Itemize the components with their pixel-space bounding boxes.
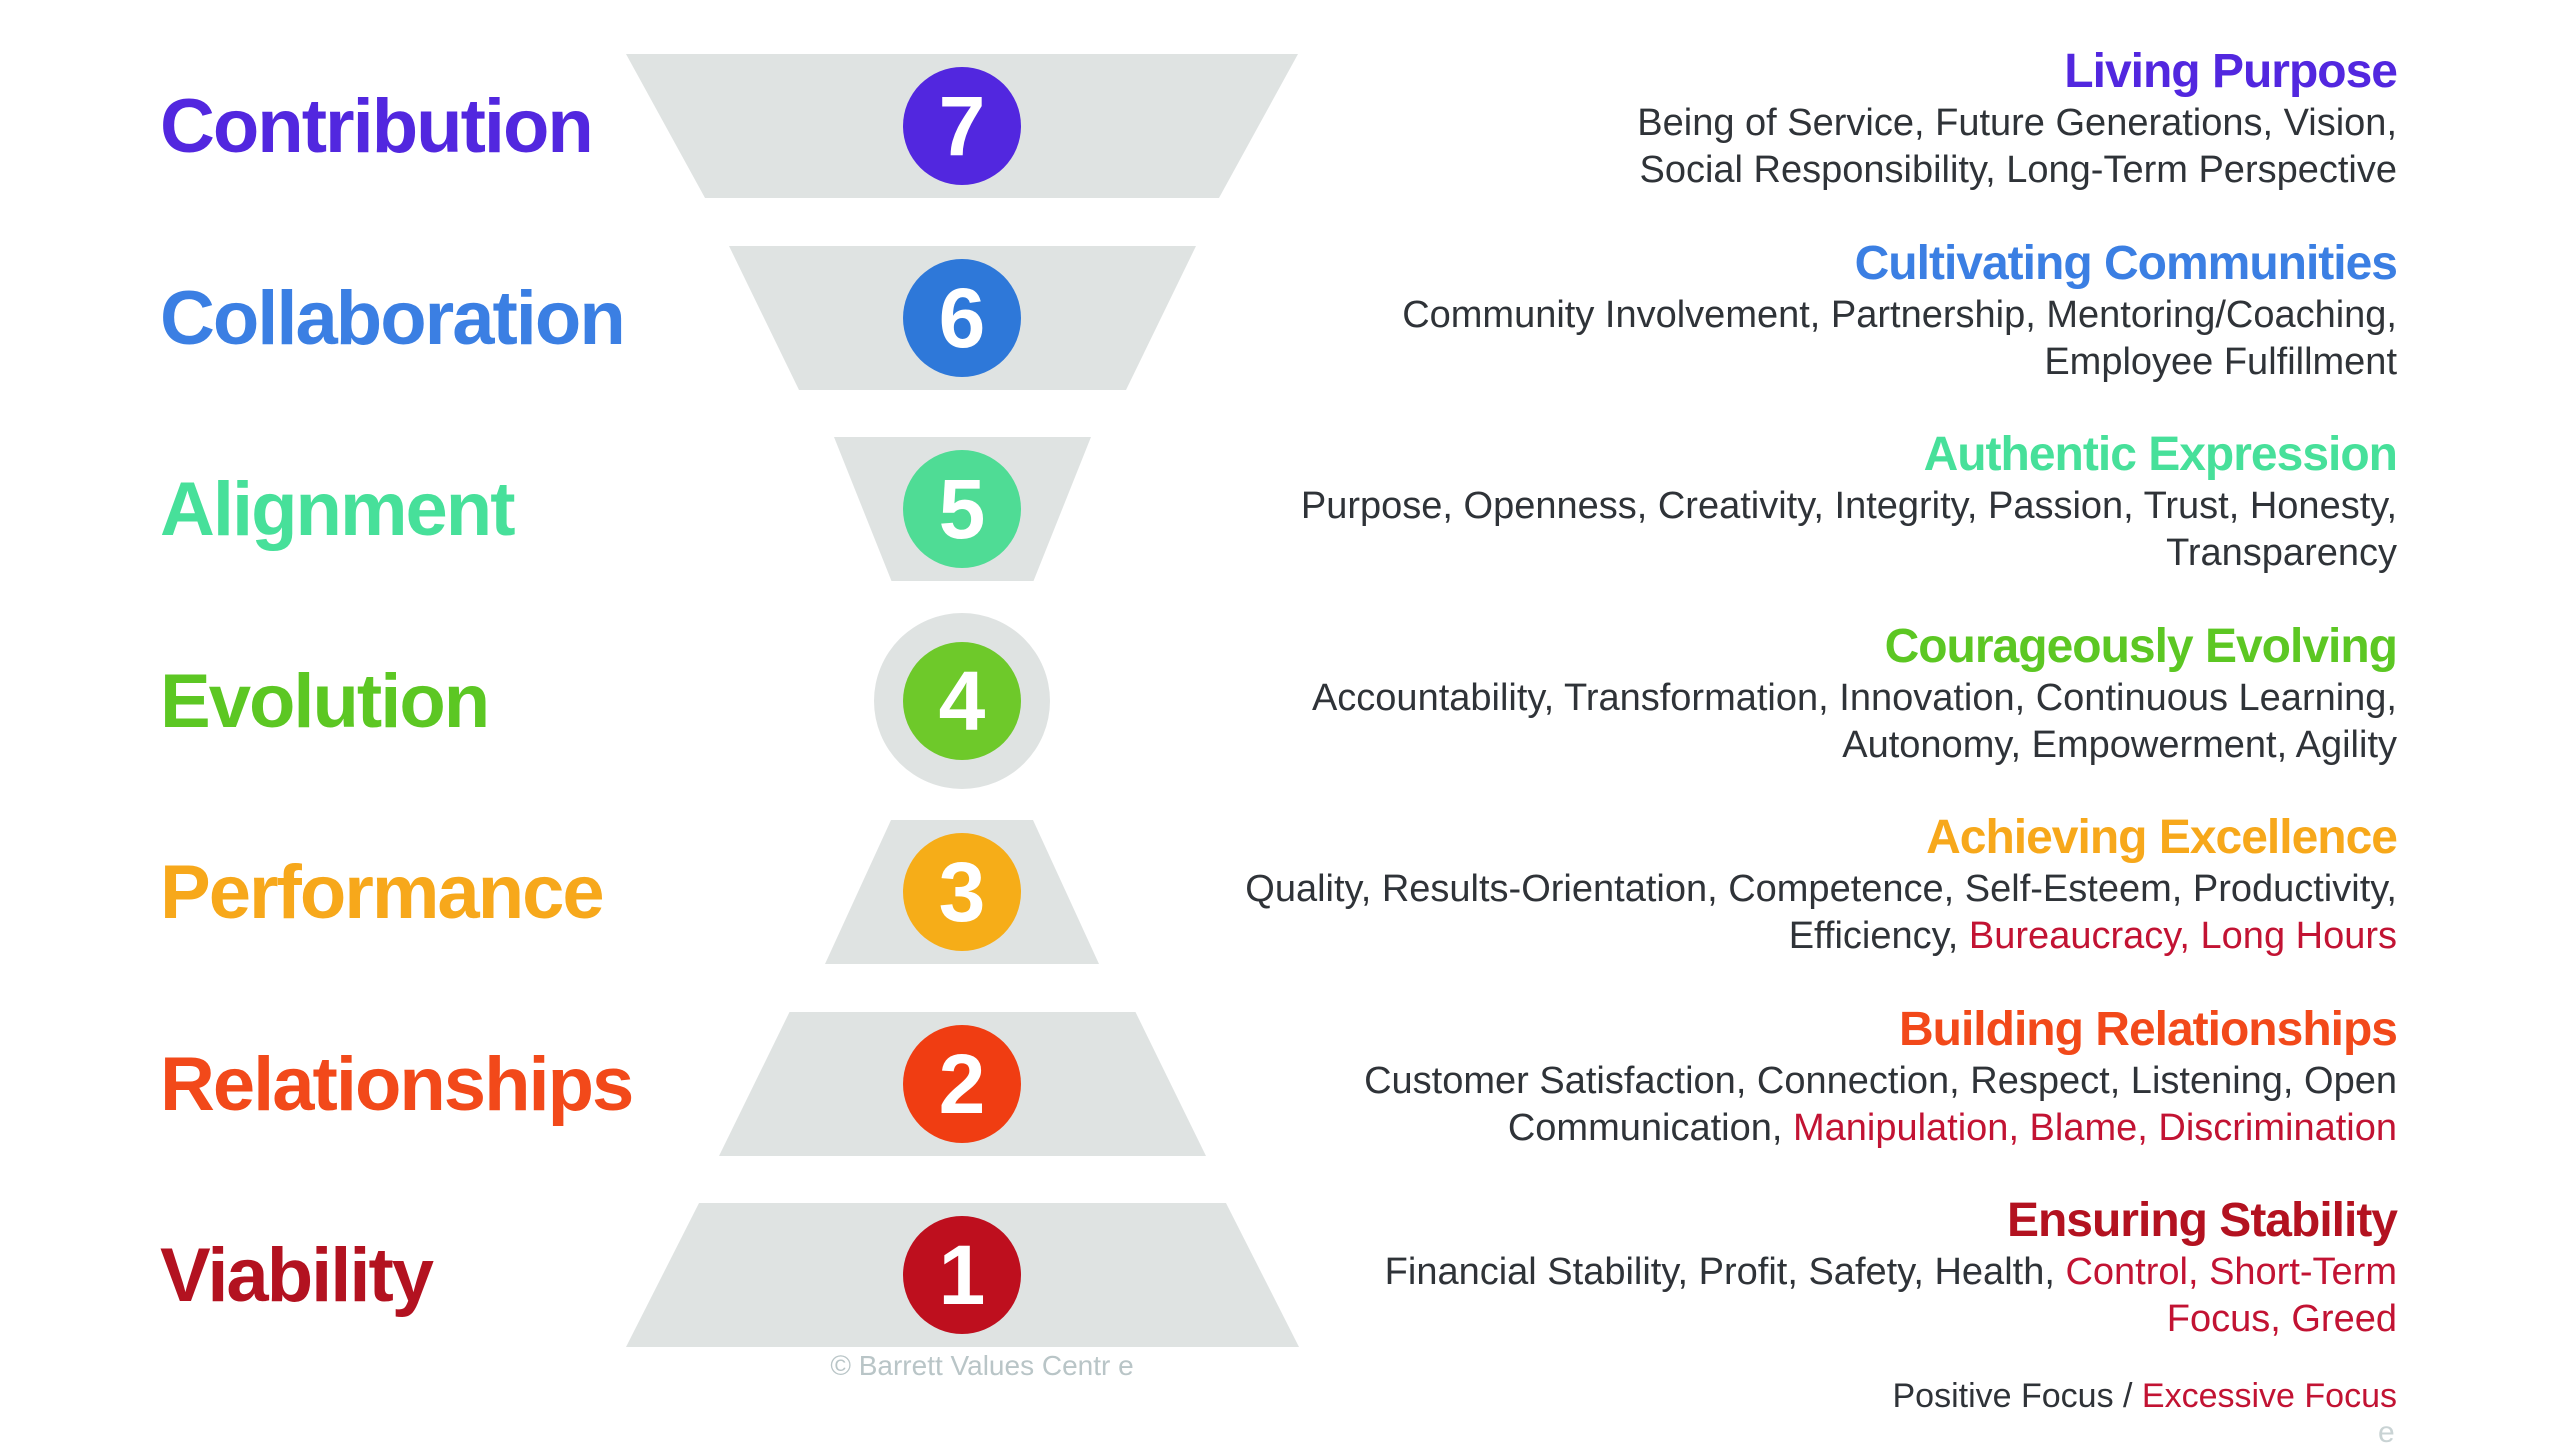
level-name-label: Collaboration (160, 275, 626, 361)
description-segment-excessive: Bureaucracy, Long Hours (1968, 915, 2397, 957)
description-line: Efficiency, Bureaucracy, Long Hours (1245, 913, 2397, 960)
description-segment-positive: Financial Stability, Profit, Safety, Hea… (1384, 1251, 2066, 1293)
corner-watermark-fragment: e (2378, 1416, 2395, 1449)
level-heading: Cultivating Communities (1854, 237, 2398, 290)
level-row: Performance 3 Achieving Excellence Quali… (0, 811, 2560, 964)
description-line: Financial Stability, Profit, Safety, Hea… (1385, 1249, 2397, 1296)
level-heading: Authentic Expression (1923, 428, 2398, 481)
description-line: Employee Fulfillment (1402, 339, 2397, 386)
level-right-block: Living Purpose Being of Service, Future … (1637, 44, 2398, 194)
level-description: Community Involvement, Partnership, Ment… (1402, 292, 2397, 386)
description-segment-excessive: Control, Short-Term (2065, 1251, 2397, 1293)
description-line: Purpose, Openness, Creativity, Integrity… (1301, 483, 2397, 530)
level-right-block: Courageously Evolving Accountability, Tr… (1312, 619, 2398, 769)
level-heading: Achieving Excellence (1926, 811, 2398, 864)
level-name-label: Performance (160, 849, 605, 935)
level-right-block: Authentic Expression Purpose, Openness, … (1301, 427, 2398, 577)
description-segment-positive: Customer Satisfaction, Connection, Respe… (1364, 1060, 2397, 1102)
level-number: 3 (938, 845, 986, 939)
description-segment-positive: Transparency (2166, 532, 2397, 574)
level-number-badge: 2 (903, 1025, 1021, 1143)
footer-legend: Positive Focus / Excessive Focus (1892, 1378, 2397, 1414)
level-row: Alignment 5 Authentic Expression Purpose… (0, 428, 2560, 581)
description-segment-positive: Purpose, Openness, Creativity, Integrity… (1300, 485, 2397, 527)
level-heading: Courageously Evolving (1884, 620, 2398, 673)
level-description: Being of Service, Future Generations, Vi… (1637, 100, 2397, 194)
level-number-badge: 6 (903, 259, 1021, 377)
level-name-label: Alignment (160, 466, 516, 552)
level-description: Financial Stability, Profit, Safety, Hea… (1385, 1249, 2397, 1343)
level-right-block: Achieving Excellence Quality, Results-Or… (1245, 810, 2398, 960)
level-number: 1 (938, 1228, 986, 1322)
level-number-badge: 4 (903, 642, 1021, 760)
level-right-block: Ensuring Stability Financial Stability, … (1385, 1193, 2398, 1343)
description-segment-excessive: Manipulation, Blame, Discrimination (1792, 1107, 2397, 1149)
description-line: Accountability, Transformation, Innovati… (1312, 675, 2397, 722)
level-number: 7 (938, 79, 986, 173)
description-line: Social Responsibility, Long-Term Perspec… (1637, 147, 2397, 194)
description-segment-positive: Communication, (1507, 1107, 1793, 1149)
level-name-label: Viability (160, 1232, 434, 1318)
description-line: Focus, Greed (1385, 1296, 2397, 1343)
description-segment-positive: Employee Fulfillment (2044, 341, 2397, 383)
level-name-label: Relationships (160, 1041, 634, 1127)
level-right-block: Cultivating Communities Community Involv… (1402, 236, 2398, 386)
level-description: Accountability, Transformation, Innovati… (1312, 675, 2397, 769)
level-number-badge: 7 (903, 67, 1021, 185)
description-segment-positive: Efficiency, (1788, 915, 1969, 957)
level-number-badge: 1 (903, 1216, 1021, 1334)
level-number: 5 (938, 462, 986, 556)
description-line: Customer Satisfaction, Connection, Respe… (1364, 1058, 2397, 1105)
description-segment-positive: Being of Service, Future Generations, Vi… (1637, 102, 2397, 144)
level-description: Quality, Results-Orientation, Competence… (1245, 866, 2397, 960)
positive-focus-label: Positive Focus / (1892, 1377, 2142, 1415)
description-segment-positive: Social Responsibility, Long-Term Perspec… (1639, 149, 2397, 191)
level-row: Viability 1 Ensuring Stability Financial… (0, 1194, 2560, 1347)
level-row: Evolution 4 Courageously Evolving Accoun… (0, 613, 2560, 789)
description-segment-excessive: Focus, Greed (2166, 1298, 2397, 1340)
description-line: Community Involvement, Partnership, Ment… (1402, 292, 2397, 339)
description-segment-positive: Community Involvement, Partnership, Ment… (1402, 294, 2397, 336)
level-number-badge: 5 (903, 450, 1021, 568)
description-segment-positive: Accountability, Transformation, Innovati… (1311, 677, 2397, 719)
description-line: Transparency (1301, 530, 2397, 577)
level-description: Customer Satisfaction, Connection, Respe… (1364, 1058, 2397, 1152)
level-number-badge: 3 (903, 833, 1021, 951)
description-line: Quality, Results-Orientation, Competence… (1245, 866, 2397, 913)
description-segment-positive: Autonomy, Empowerment, Agility (1842, 724, 2397, 766)
description-line: Communication, Manipulation, Blame, Disc… (1364, 1105, 2397, 1152)
level-name-label: Contribution (160, 83, 594, 169)
description-line: Autonomy, Empowerment, Agility (1312, 722, 2397, 769)
level-row: Contribution 7 Living Purpose Being of S… (0, 45, 2560, 198)
level-row: Collaboration 6 Cultivating Communities … (0, 237, 2560, 390)
level-heading: Building Relationships (1898, 1003, 2398, 1056)
level-right-block: Building Relationships Customer Satisfac… (1364, 1002, 2398, 1152)
level-number: 6 (938, 271, 986, 365)
level-heading: Living Purpose (2064, 45, 2398, 98)
level-description: Purpose, Openness, Creativity, Integrity… (1301, 483, 2397, 577)
level-heading: Ensuring Stability (2006, 1194, 2398, 1247)
level-number: 4 (938, 654, 986, 748)
level-number: 2 (938, 1037, 986, 1131)
excessive-focus-label: Excessive Focus (2141, 1377, 2397, 1415)
watermark-copyright: © Barrett Values Centr e (830, 1350, 1134, 1381)
level-name-label: Evolution (160, 658, 490, 744)
description-line: Being of Service, Future Generations, Vi… (1637, 100, 2397, 147)
level-row: Relationships 2 Building Relationships C… (0, 1003, 2560, 1156)
description-segment-positive: Quality, Results-Orientation, Competence… (1245, 868, 2397, 910)
